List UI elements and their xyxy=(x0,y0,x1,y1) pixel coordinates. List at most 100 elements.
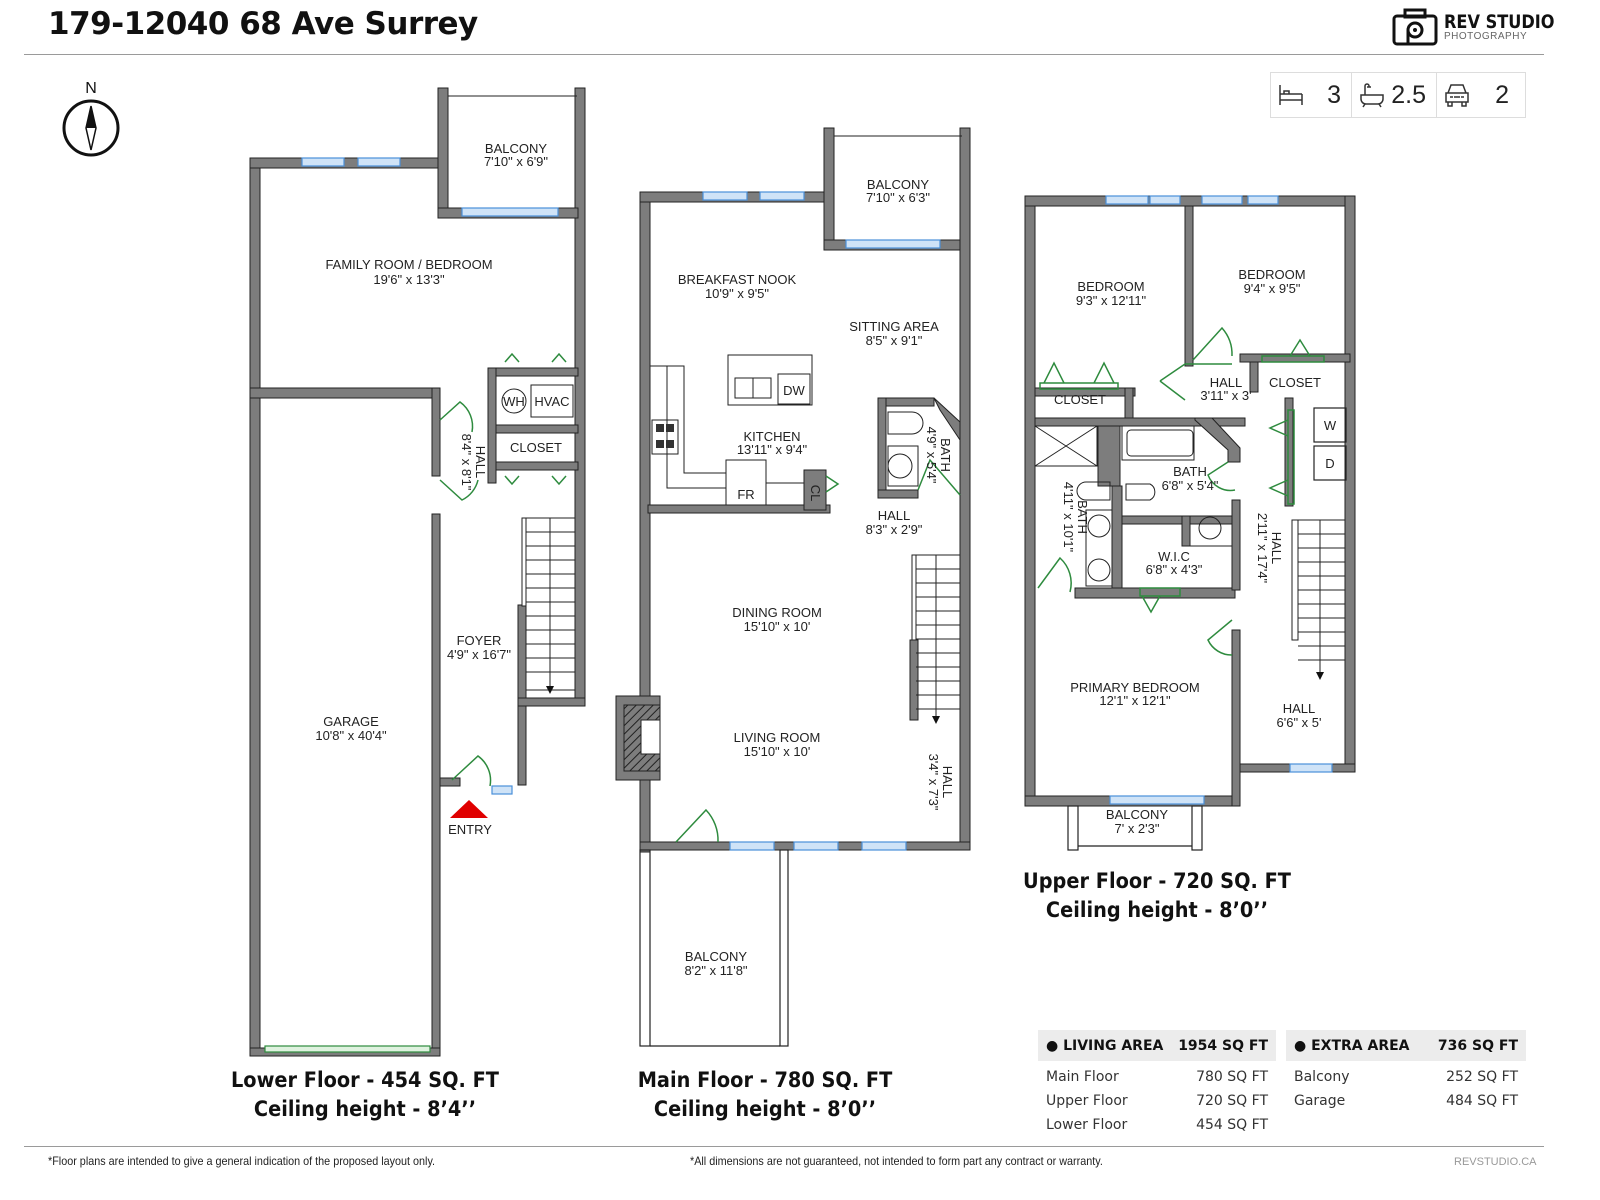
svg-text:HALL: HALL xyxy=(878,508,911,523)
svg-text:15'10" x 10': 15'10" x 10' xyxy=(744,619,811,634)
lower-floor-area: Lower Floor - 454 SQ. FT xyxy=(230,1068,499,1092)
brand-logo: REV STUDIO PHOTOGRAPHY xyxy=(1392,8,1574,46)
upper-floor-plan: BEDROOM 9'3" x 12'11" BEDROOM 9'4" x 9'5… xyxy=(1024,195,1356,851)
car-icon xyxy=(1445,84,1469,107)
north-compass: N xyxy=(60,76,122,165)
living-area-header: ● LIVING AREA 1954 SQ FT xyxy=(1038,1030,1276,1061)
svg-text:7'10" x 6'3": 7'10" x 6'3" xyxy=(866,190,930,205)
svg-text:KITCHEN: KITCHEN xyxy=(743,429,800,444)
svg-text:CL: CL xyxy=(808,485,823,502)
extra-area-header: ● EXTRA AREA 736 SQ FT xyxy=(1286,1030,1526,1061)
extra-area-total: 736 SQ FT xyxy=(1437,1037,1518,1054)
svg-text:4'9" x 5'4": 4'9" x 5'4" xyxy=(924,427,939,484)
stat-parking: 2 xyxy=(1437,73,1519,117)
svg-text:WH: WH xyxy=(503,394,525,409)
svg-text:W.I.C: W.I.C xyxy=(1158,549,1190,564)
upper-floor-area: Upper Floor - 720 SQ. FT xyxy=(1023,869,1291,893)
svg-text:2'11" x 17'4": 2'11" x 17'4" xyxy=(1255,513,1270,584)
svg-text:8'4" x 8'1": 8'4" x 8'1" xyxy=(459,434,474,491)
svg-text:BEDROOM: BEDROOM xyxy=(1238,267,1305,282)
svg-text:CLOSET: CLOSET xyxy=(1054,392,1106,407)
svg-text:PRIMARY BEDROOM: PRIMARY BEDROOM xyxy=(1070,680,1200,695)
header-divider xyxy=(24,54,1544,55)
svg-text:8'5" x 9'1": 8'5" x 9'1" xyxy=(866,333,923,348)
extra-area-title: EXTRA AREA xyxy=(1311,1037,1410,1054)
main-floor-caption: Main Floor - 780 SQ. FT Ceiling height -… xyxy=(622,1066,907,1124)
svg-text:7'10" x 6'9": 7'10" x 6'9" xyxy=(484,154,548,169)
stairs-down-arrow-icon xyxy=(932,716,940,724)
compass-icon: N xyxy=(62,80,120,157)
main-floor-plan: BALCONY 7'10" x 6'3" BREAKFAST NOOK 10'9… xyxy=(615,127,971,1047)
svg-text:DW: DW xyxy=(783,383,805,398)
main-floor-area: Main Floor - 780 SQ. FT xyxy=(637,1068,893,1092)
svg-text:10'9" x 9'5": 10'9" x 9'5" xyxy=(705,286,769,301)
svg-text:4'11" x 10'1": 4'11" x 10'1" xyxy=(1061,482,1076,553)
property-stats: 3 2.5 2 xyxy=(1270,72,1526,118)
stat-bedrooms: 3 xyxy=(1271,73,1352,117)
parking-count: 2 xyxy=(1495,80,1509,109)
stairs-down-arrow-icon xyxy=(546,686,554,694)
svg-text:FOYER: FOYER xyxy=(457,633,502,648)
svg-text:SITTING AREA: SITTING AREA xyxy=(849,319,939,334)
upper-floor-caption: Upper Floor - 720 SQ. FT Ceiling height … xyxy=(1014,867,1299,925)
svg-text:W: W xyxy=(1324,418,1337,433)
upper-floor-ceiling: Ceiling height - 8’0’’ xyxy=(1045,898,1269,922)
svg-text:BALCONY: BALCONY xyxy=(867,177,929,192)
svg-text:8'2" x 11'8": 8'2" x 11'8" xyxy=(684,963,747,978)
svg-text:BEDROOM: BEDROOM xyxy=(1077,279,1144,294)
svg-text:BATH: BATH xyxy=(1173,464,1207,479)
bathtub-icon xyxy=(1360,83,1384,108)
logo-sub-text: PHOTOGRAPHY xyxy=(1444,30,1528,42)
lower-floor-ceiling: Ceiling height - 8’4’’ xyxy=(253,1097,477,1121)
svg-text:9'4" x 9'5": 9'4" x 9'5" xyxy=(1244,281,1301,296)
svg-text:8'3" x 2'9": 8'3" x 2'9" xyxy=(866,522,923,537)
svg-text:FAMILY ROOM / BEDROOM: FAMILY ROOM / BEDROOM xyxy=(325,257,492,272)
svg-text:9'3" x 12'11": 9'3" x 12'11" xyxy=(1076,293,1147,308)
lower-floor-plan: BALCONY 7'10" x 6'9" FAMILY ROOM / BEDRO… xyxy=(249,87,586,1057)
svg-text:10'8" x 40'4": 10'8" x 40'4" xyxy=(315,728,387,743)
svg-text:LIVING ROOM: LIVING ROOM xyxy=(734,730,821,745)
svg-text:6'8" x 5'4": 6'8" x 5'4" xyxy=(1162,478,1219,493)
bed-icon xyxy=(1279,85,1303,105)
entry-arrow-icon xyxy=(450,800,488,818)
footer-disclaimer-layout: *Floor plans are intended to give a gene… xyxy=(48,1154,436,1168)
svg-text:ENTRY: ENTRY xyxy=(448,822,492,837)
svg-text:HALL: HALL xyxy=(940,766,955,799)
svg-text:CLOSET: CLOSET xyxy=(1269,375,1321,390)
svg-text:7' x 2'3": 7' x 2'3" xyxy=(1115,821,1160,836)
svg-text:HALL: HALL xyxy=(1269,532,1284,565)
svg-text:DINING ROOM: DINING ROOM xyxy=(732,605,822,620)
svg-text:FR: FR xyxy=(737,487,754,502)
living-area-total: 1954 SQ FT xyxy=(1178,1037,1268,1054)
bathrooms-count: 2.5 xyxy=(1391,80,1426,109)
svg-text:BREAKFAST NOOK: BREAKFAST NOOK xyxy=(678,272,797,287)
footer-disclaimer-dimensions: *All dimensions are not guaranteed, not … xyxy=(690,1154,1103,1168)
svg-text:D: D xyxy=(1325,456,1334,471)
footer-website: REVSTUDIO.CA xyxy=(1454,1156,1537,1168)
svg-text:BATH: BATH xyxy=(1075,500,1090,534)
svg-text:6'8" x 4'3": 6'8" x 4'3" xyxy=(1146,562,1203,577)
footer-divider xyxy=(24,1146,1544,1147)
svg-text:HVAC: HVAC xyxy=(534,394,569,409)
svg-text:3'4" x 7'3": 3'4" x 7'3" xyxy=(926,754,941,811)
svg-text:HALL: HALL xyxy=(473,446,488,479)
svg-text:19'6" x 13'3": 19'6" x 13'3" xyxy=(373,272,445,287)
svg-text:BATH: BATH xyxy=(938,438,953,472)
svg-text:N: N xyxy=(85,80,97,97)
svg-text:HALL: HALL xyxy=(1283,701,1316,716)
svg-text:BALCONY: BALCONY xyxy=(1106,807,1168,822)
stairs-down-arrow-icon xyxy=(1316,672,1324,680)
stat-bathrooms: 2.5 xyxy=(1352,73,1437,117)
svg-text:12'1" x 12'1": 12'1" x 12'1" xyxy=(1099,693,1171,708)
page-title: 179-12040 68 Ave Surrey xyxy=(48,6,478,42)
main-floor-ceiling: Ceiling height - 8’0’’ xyxy=(653,1097,877,1121)
living-area-title: LIVING AREA xyxy=(1063,1037,1164,1054)
svg-text:HALL: HALL xyxy=(1210,375,1243,390)
